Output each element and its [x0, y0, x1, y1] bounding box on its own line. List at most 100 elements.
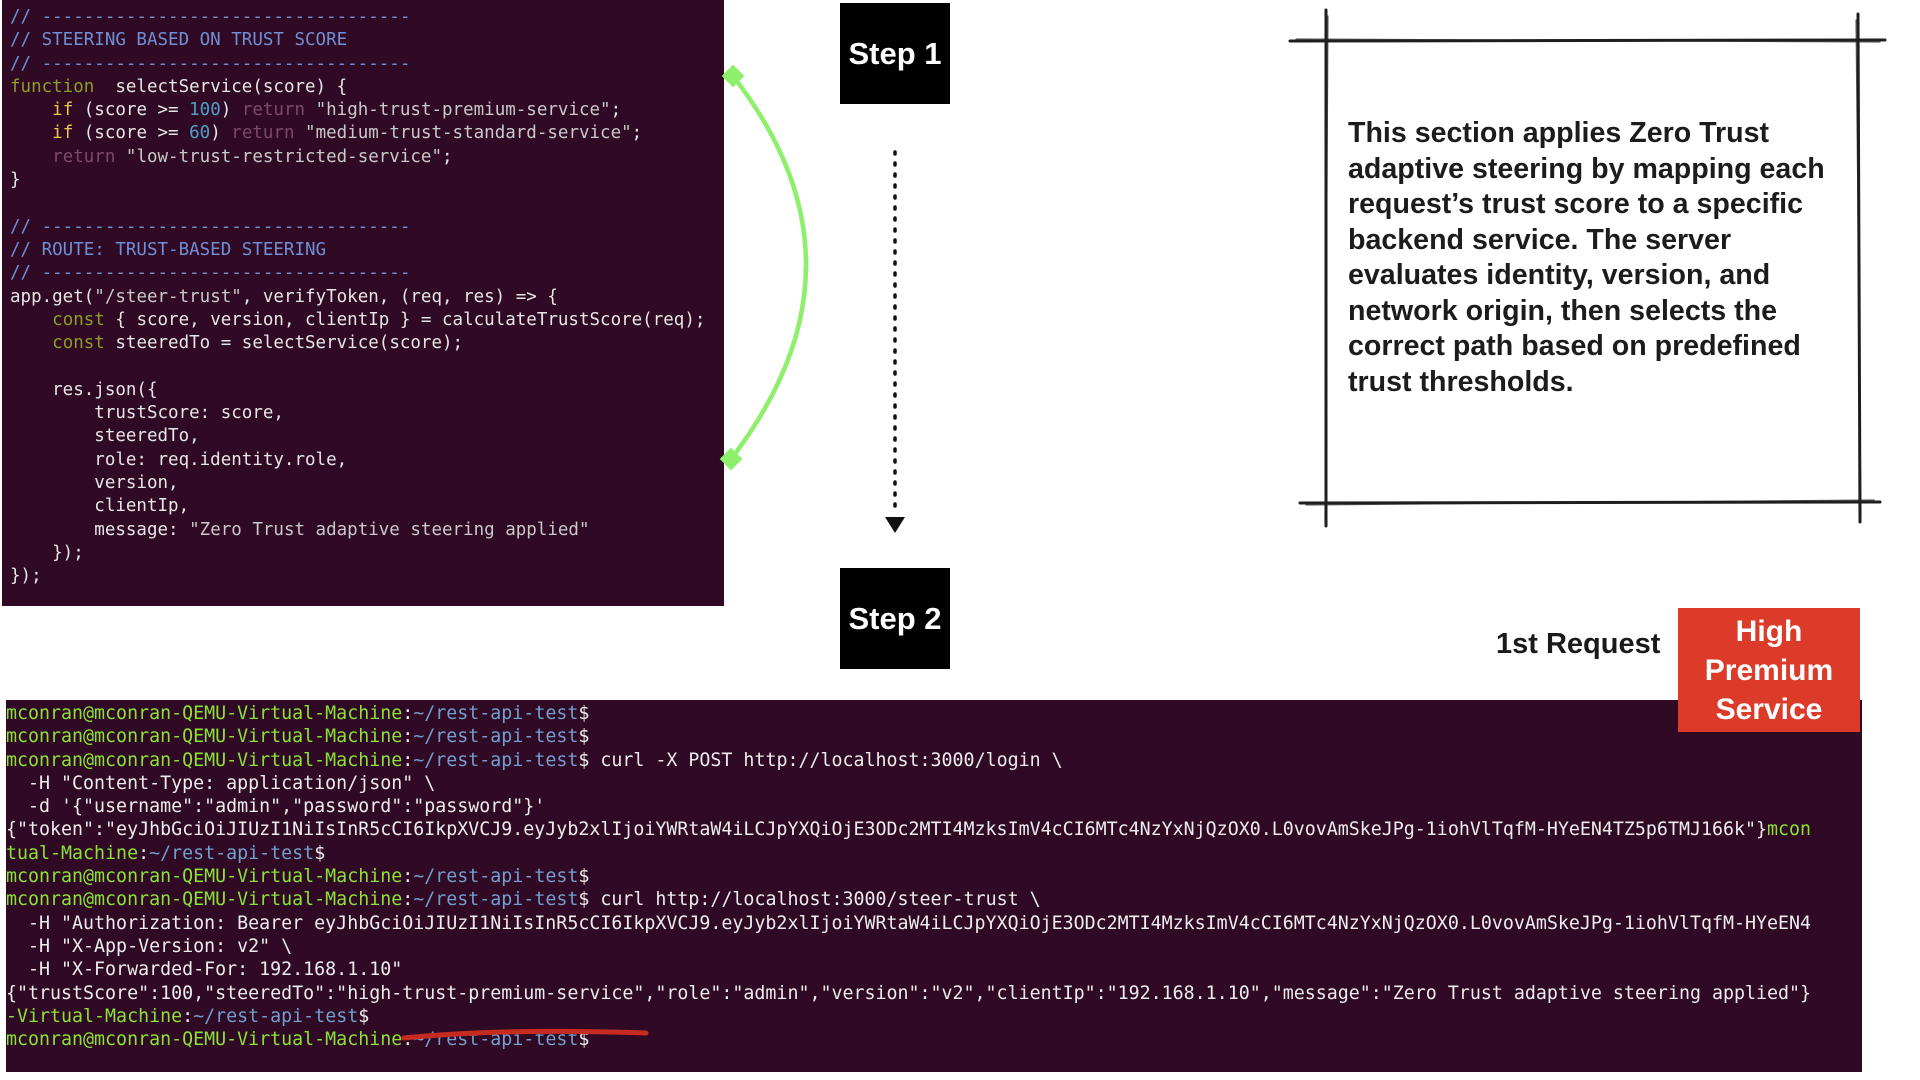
terminal-line-segment: $	[578, 1029, 590, 1051]
code-line-segment: message:	[10, 519, 190, 540]
terminal-line-segment: -H "Content-Type: application/json" \	[6, 772, 436, 794]
high-premium-service-badge: High Premium Service	[1678, 608, 1860, 732]
code-line-segment: // -----------------------------------	[10, 53, 411, 74]
terminal-line-segment: mconran@mconran-QEMU-Virtual-Machine	[6, 1029, 403, 1051]
code-line-segment: return	[231, 123, 295, 144]
code-line: app.get("/steer-trust", verifyToken, (re…	[10, 286, 705, 309]
terminal-line: tual-Machine:~/rest-api-test$	[6, 842, 1811, 865]
green-bracket-top-handle	[721, 64, 745, 88]
terminal-line-segment: ~/rest-api-test	[413, 866, 579, 888]
green-bracket-curve	[729, 74, 809, 461]
code-line-segment: (score >=	[73, 123, 190, 144]
terminal-line-segment: ~/rest-api-test	[413, 726, 579, 748]
code-line: return "low-trust-restricted-service";	[10, 146, 705, 169]
terminal-line-segment: mconran@mconran-QEMU-Virtual-Machine	[6, 703, 403, 724]
code-line-segment: res.json({	[10, 379, 158, 400]
terminal-line: -H "Authorization: Bearer eyJhbGciOiJIUz…	[6, 912, 1811, 935]
code-line-segment: steeredTo = selectService(score);	[104, 333, 464, 354]
terminal-line-segment: :	[402, 889, 414, 911]
terminal-line: mconran@mconran-QEMU-Virtual-Machine:~/r…	[6, 865, 1811, 888]
terminal-line-segment: -H "Authorization: Bearer eyJhbGciOiJIUz…	[6, 912, 1812, 934]
first-request-label: 1st Request	[1496, 628, 1661, 660]
code-line: // -----------------------------------	[10, 262, 705, 285]
terminal-line: {"trustScore":100,"steeredTo":"high-trus…	[6, 982, 1811, 1005]
code-line-segment: const	[52, 309, 105, 330]
code-line-segment: selectService(score) {	[94, 76, 348, 97]
code-line-segment: "high-trust-premium-service"	[305, 100, 611, 121]
terminal-line-segment: tual-Machine	[6, 842, 139, 864]
terminal-line-segment: ~/rest-api-test	[413, 703, 579, 724]
code-line-segment: role: req.identity.role,	[10, 449, 348, 470]
code-line-segment: { score, version, clientIp } = calculate…	[104, 309, 706, 330]
terminal-line-segment: $ curl http://localhost:3000/steer-trust…	[578, 889, 1041, 911]
terminal-line-segment: -Virtual-Machine	[6, 1005, 183, 1027]
code-line: trustScore: score,	[10, 402, 705, 425]
code-line-segment: if	[52, 123, 74, 144]
terminal-line-segment: $	[578, 703, 590, 724]
code-line-segment: function	[10, 76, 95, 97]
code-line: const steeredTo = selectService(score);	[10, 332, 705, 355]
code-line-segment: version,	[10, 472, 179, 493]
note-frame	[1288, 8, 1887, 528]
code-line: if (score >= 60) return "medium-trust-st…	[10, 122, 705, 145]
code-line: version,	[10, 472, 705, 495]
code-line-segment: , verifyToken, (req, res) => {	[241, 286, 558, 307]
code-line-segment: )	[220, 100, 242, 121]
terminal-line-segment: mconran@mconran-QEMU-Virtual-Machine	[6, 726, 403, 748]
terminal-line: -H "Content-Type: application/json" \	[6, 772, 1811, 795]
terminal-line-segment: :	[402, 726, 414, 748]
code-line-segment: "low-trust-restricted-service"	[115, 146, 442, 167]
code-line: // STEERING BASED ON TRUST SCORE	[10, 29, 705, 52]
code-line-segment: 60	[189, 123, 211, 144]
code-line-segment: "medium-trust-standard-service"	[294, 123, 632, 144]
code-line-segment: "Zero Trust adaptive steering applied"	[189, 519, 590, 540]
code-line-segment: 100	[189, 100, 221, 121]
terminal-line: -H "X-App-Version: v2" \	[6, 935, 1811, 958]
step-1-label: Step 1	[840, 3, 950, 104]
code-line-segment: });	[10, 542, 84, 563]
code-line-segment: steeredTo,	[10, 426, 200, 447]
terminal-line-segment: $	[314, 842, 326, 864]
code-line-segment: clientIp,	[10, 496, 190, 517]
code-line-segment: ;	[610, 100, 622, 121]
code-line-segment: if	[52, 100, 74, 121]
code-line: }	[10, 169, 705, 192]
terminal-line-segment: {"token":"eyJhbGciOiJIUzI1NiIsInR5cCI6Ik…	[6, 819, 1767, 841]
terminal-line-segment: mconran@mconran-QEMU-Virtual-Machine	[6, 866, 403, 888]
terminal-line-segment: ~/rest-api-test	[413, 749, 579, 771]
terminal-line-segment: $	[578, 726, 590, 748]
code-editor-panel: // -----------------------------------//…	[2, 0, 724, 606]
code-line-segment: const	[52, 333, 105, 354]
red-underline-annotation	[401, 1028, 649, 1041]
badge-line-2: Premium	[1704, 653, 1834, 687]
code-line-segment: // -----------------------------------	[10, 216, 411, 237]
code-line-segment: "/steer-trust"	[94, 286, 242, 307]
code-line: role: req.identity.role,	[10, 449, 705, 472]
code-line-segment: app.get(	[10, 286, 95, 307]
code-line: steeredTo,	[10, 425, 705, 448]
terminal-line-segment: ~/rest-api-test	[193, 1005, 359, 1027]
code-line: if (score >= 100) return "high-trust-pre…	[10, 99, 705, 122]
terminal-line-segment: mconran@mconran-QEMU-Virtual-Machine	[6, 749, 403, 771]
badge-line-3: Service	[1715, 692, 1823, 726]
terminal-line-segment: :	[138, 842, 150, 864]
terminal-line-segment: mcon	[1767, 819, 1812, 841]
green-bracket-bottom-handle	[719, 447, 743, 471]
code-line-segment: ;	[442, 146, 453, 167]
step-2-label: Step 2	[840, 568, 950, 669]
terminal-line-segment: :	[182, 1005, 194, 1027]
code-line-segment: trustScore: score,	[10, 403, 284, 424]
terminal-line: {"token":"eyJhbGciOiJIUzI1NiIsInR5cCI6Ik…	[6, 818, 1811, 841]
code-line-segment: return	[52, 146, 116, 167]
terminal-output: mconran@mconran-QEMU-Virtual-Machine:~/r…	[6, 702, 1811, 1051]
code-line: });	[10, 542, 705, 565]
terminal-line: -d '{"username":"admin","password":"pass…	[6, 795, 1811, 818]
arrow-head-icon	[885, 517, 905, 533]
code-line-segment: }	[10, 170, 21, 191]
terminal-line-segment: mconran@mconran-QEMU-Virtual-Machine	[6, 889, 403, 911]
code-line-segment: ;	[631, 123, 643, 144]
terminal-line: mconran@mconran-QEMU-Virtual-Machine:~/r…	[6, 749, 1811, 772]
code-line: clientIp,	[10, 495, 705, 518]
terminal-line: mconran@mconran-QEMU-Virtual-Machine:~/r…	[6, 702, 1811, 725]
